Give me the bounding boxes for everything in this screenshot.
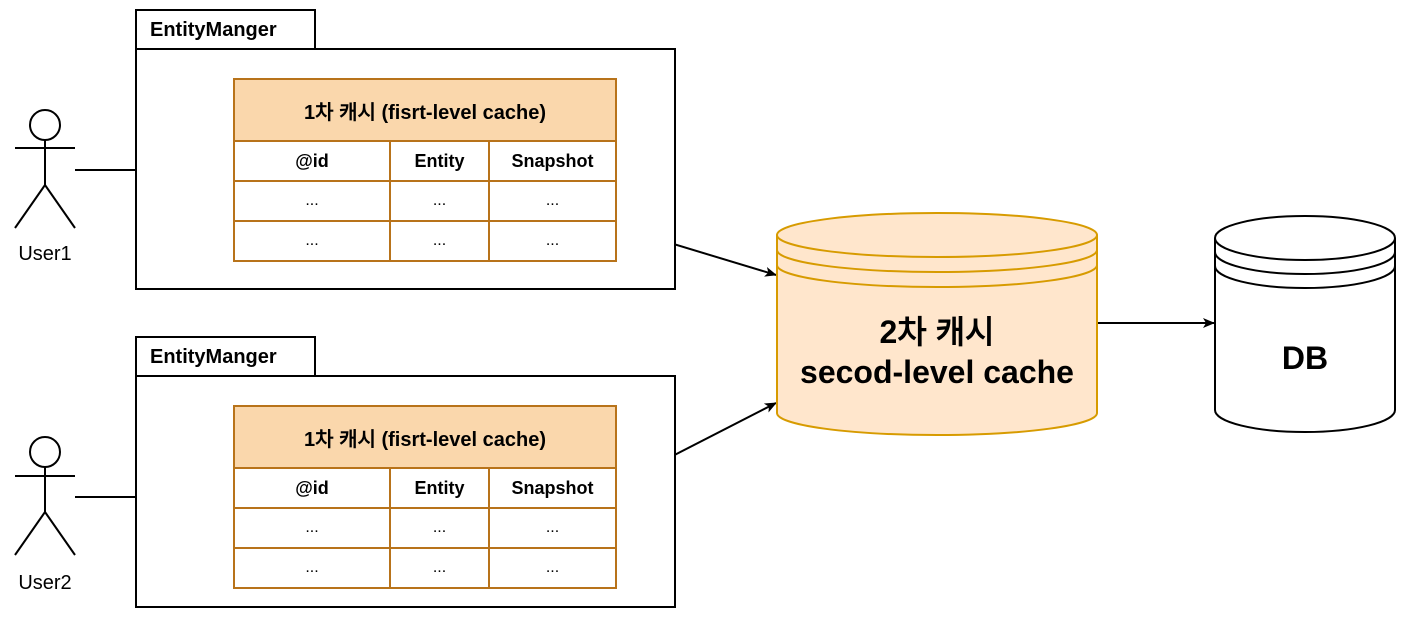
column-header-id: @id bbox=[233, 467, 391, 509]
table-cell: ... bbox=[487, 180, 618, 222]
column-header-entity: Entity bbox=[389, 140, 490, 182]
table-cell: ... bbox=[487, 507, 618, 549]
entity-manager-2-title: EntityManger bbox=[150, 345, 277, 368]
table-row: ... ... ... bbox=[233, 547, 618, 589]
table-cell: ... bbox=[233, 180, 391, 222]
table-row: ... ... ... bbox=[233, 507, 618, 549]
entity-manager-2-tab: EntityManger bbox=[135, 336, 316, 376]
user2-actor-icon bbox=[14, 436, 76, 556]
first-level-cache-title: 1차 캐시 (fisrt-level cache) bbox=[232, 405, 618, 469]
column-header-snapshot: Snapshot bbox=[487, 140, 618, 182]
table-row: ... ... ... bbox=[233, 180, 618, 222]
table-cell: ... bbox=[233, 507, 391, 549]
second-level-cache-cylinder-icon bbox=[776, 212, 1098, 436]
entity-manager-1-tab: EntityManger bbox=[135, 9, 316, 49]
column-header-id: @id bbox=[233, 140, 391, 182]
first-level-cache-table-2: 1차 캐시 (fisrt-level cache) @id Entity Sna… bbox=[232, 405, 618, 589]
entity-manager-1-title: EntityManger bbox=[150, 18, 277, 41]
first-level-cache-title: 1차 캐시 (fisrt-level cache) bbox=[232, 78, 618, 142]
db-label: DB bbox=[1281, 340, 1329, 376]
user1-label: User1 bbox=[18, 243, 72, 265]
user1-actor-icon bbox=[14, 109, 76, 229]
table-cell: ... bbox=[389, 180, 490, 222]
table-cell: ... bbox=[487, 220, 618, 262]
second-level-cache-label: 2차 캐시 secod-level cache bbox=[777, 312, 1097, 392]
table-cell: ... bbox=[389, 547, 490, 589]
table-cell: ... bbox=[233, 547, 391, 589]
first-level-cache-table-1: 1차 캐시 (fisrt-level cache) @id Entity Sna… bbox=[232, 78, 618, 262]
db-cylinder-icon bbox=[1214, 215, 1396, 433]
table-cell: ... bbox=[233, 220, 391, 262]
second-level-cache-line1: 2차 캐시 bbox=[879, 314, 995, 350]
user2-label: User2 bbox=[18, 572, 72, 594]
second-level-cache-line2: secod-level cache bbox=[800, 354, 1074, 390]
table-cell: ... bbox=[389, 507, 490, 549]
column-header-entity: Entity bbox=[389, 467, 490, 509]
column-header-snapshot: Snapshot bbox=[487, 467, 618, 509]
table-cell: ... bbox=[487, 547, 618, 589]
table-cell: ... bbox=[389, 220, 490, 262]
table-row: ... ... ... bbox=[233, 220, 618, 262]
